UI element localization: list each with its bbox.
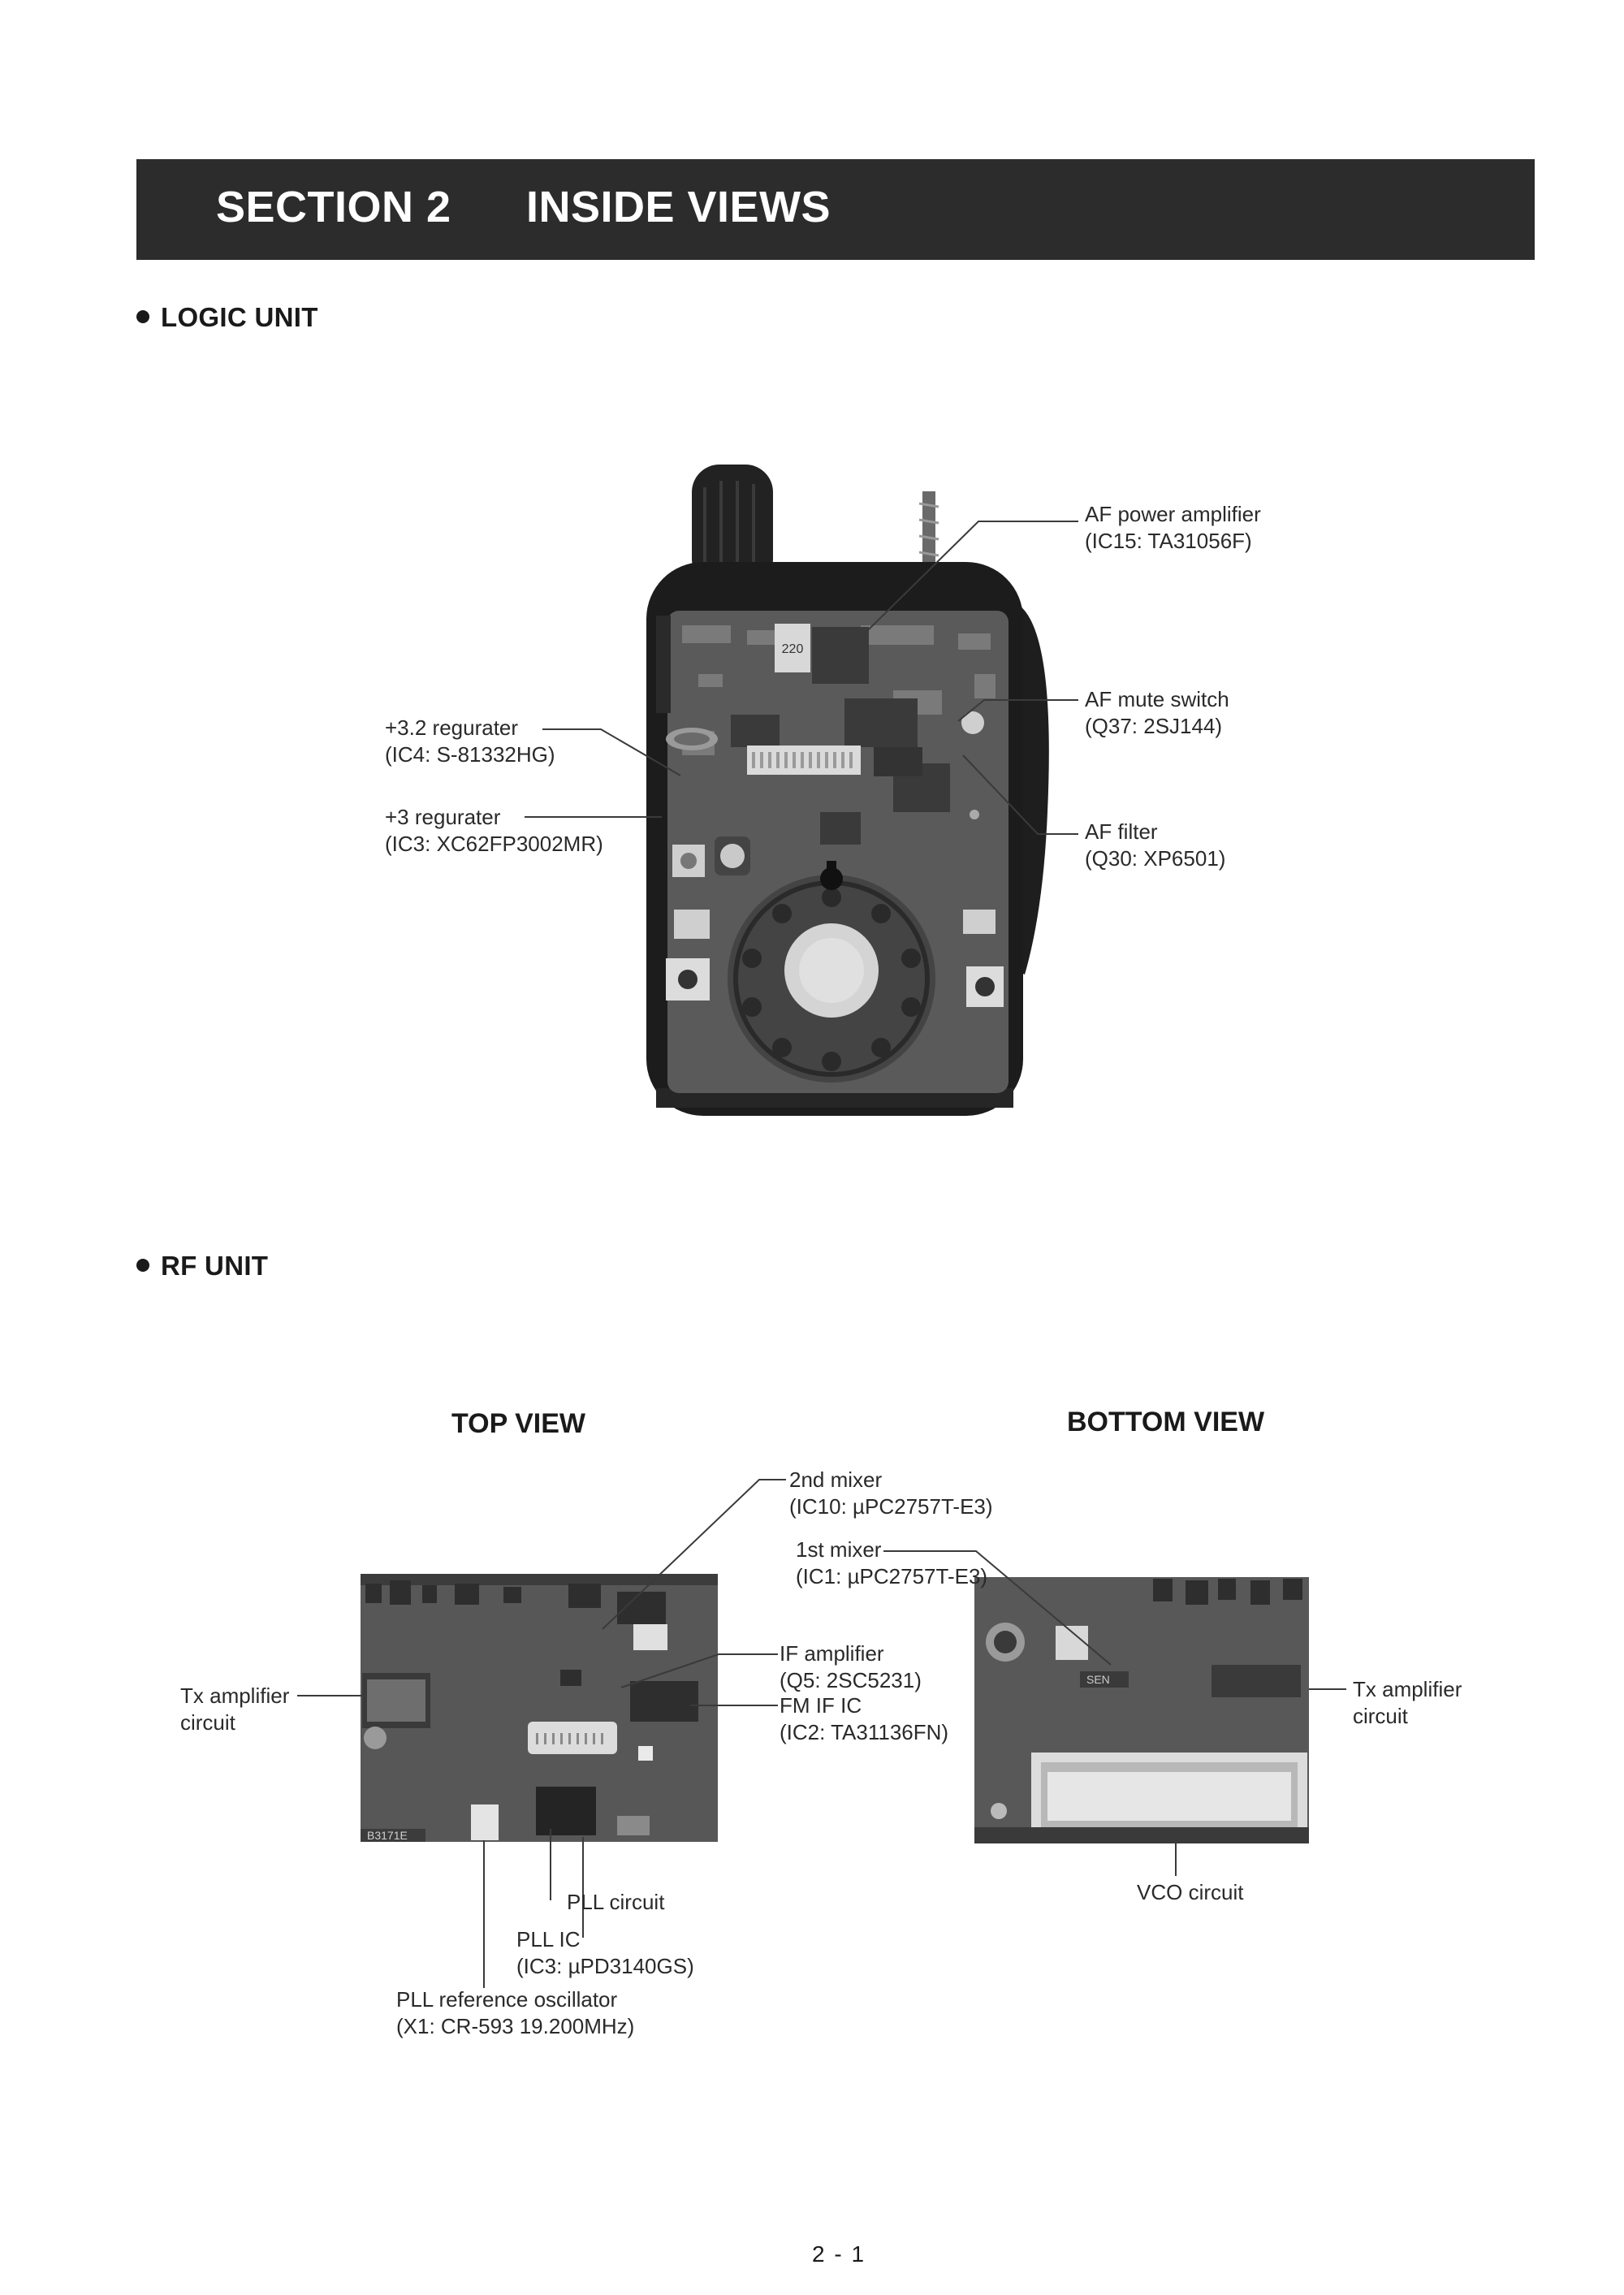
label-3v-regulator: +3 regurater(IC3: XC62FP3002MR) bbox=[385, 805, 603, 856]
label-second-mixer: 2nd mixer(IC10: µPC2757T-E3) bbox=[789, 1467, 993, 1519]
logic-unit-heading: LOGIC UNIT bbox=[136, 302, 318, 333]
section-header-bar: SECTION 2 INSIDE VIEWS bbox=[136, 159, 1535, 260]
pll-reference-oscillator bbox=[471, 1804, 499, 1840]
chip-mark: SEN bbox=[1086, 1673, 1110, 1686]
top-view-heading: TOP VIEW bbox=[451, 1408, 586, 1439]
bottom-view-heading: BOTTOM VIEW bbox=[1067, 1407, 1265, 1437]
label-vco-circuit: VCO circuit bbox=[1137, 1880, 1244, 1904]
pll-ic bbox=[536, 1787, 596, 1835]
ic-mark: 220 bbox=[782, 642, 804, 656]
board-id: B3171E bbox=[367, 1829, 408, 1842]
label-af-filter: AF filter(Q30: XP6501) bbox=[1085, 819, 1226, 871]
rf-connector bbox=[528, 1722, 617, 1754]
page-number: 2 - 1 bbox=[812, 2241, 866, 2267]
section-title: INSIDE VIEWS bbox=[526, 183, 831, 231]
label-af-mute-switch: AF mute switch(Q37: 2SJ144) bbox=[1085, 687, 1229, 738]
bullet-icon bbox=[136, 1259, 149, 1273]
section-number: SECTION 2 bbox=[216, 183, 451, 231]
label-af-power-amplifier: AF power amplifier(IC15: TA31056F) bbox=[1085, 502, 1261, 553]
label-pll-circuit: PLL circuit bbox=[567, 1890, 665, 1914]
bullet-icon bbox=[136, 310, 149, 324]
fm-if-ic bbox=[630, 1681, 698, 1722]
label-pll-reference-oscillator: PLL reference oscillator(X1: CR-593 19.2… bbox=[396, 1987, 635, 2038]
label-first-mixer: 1st mixer(IC1: µPC2757T-E3) bbox=[796, 1537, 988, 1588]
label-3v2-regulator: +3.2 regurater(IC4: S-81332HG) bbox=[385, 715, 555, 767]
rf-unit-heading: RF UNIT bbox=[136, 1251, 268, 1281]
label-if-amplifier: IF amplifier(Q5: 2SC5231) bbox=[780, 1641, 922, 1692]
label-fm-if-ic: FM IF IC(IC2: TA31136FN) bbox=[780, 1693, 949, 1744]
label-pll-ic: PLL IC(IC3: µPD3140GS) bbox=[516, 1927, 694, 1978]
tx-amplifier-block-bottom bbox=[1212, 1665, 1301, 1697]
